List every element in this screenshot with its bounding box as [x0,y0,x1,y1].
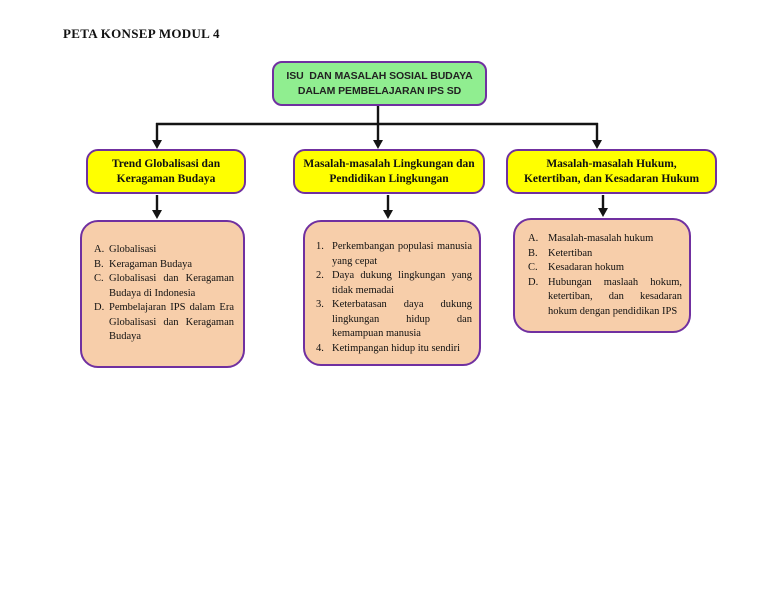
branch-title-line: Trend Globalisasi dan [111,158,221,170]
branch1-arrowhead-icon [152,140,162,149]
list-item-text: Globalisasi dan Keragaman Budaya di Indo… [109,273,234,299]
list-item-marker: B. [94,258,104,270]
list-item-text: Masalah-masalah hukum [548,233,654,244]
list-item: B. Ketertiban [528,247,682,262]
leaf-node-lingkungan: 1. Perkembangan populasi manusia yang ce… [303,220,481,366]
list-item-marker: B. [528,247,538,259]
list-item-text: Daya dukung lingkungan yang tidak memada… [332,270,472,296]
root-node-label-line2: DALAM PEMBELAJARAN IPS SD [297,84,462,97]
branch-title-line: Ketertiban, dan Kesadaran Hukum [523,172,700,185]
branch-title-line: Pendidikan Lingkungan [329,172,449,185]
list-item-marker: C. [528,262,538,273]
leaf2-arrowhead-icon [383,210,393,219]
list-item: 2. Daya dukung lingkungan yang tidak mem… [316,269,472,298]
root-node-label-line1: ISU DAN MASALAH SOSIAL BUDAYA [286,69,473,82]
branch-title-line: Keragaman Budaya [116,172,216,185]
list-item-marker: D. [528,276,539,288]
branch-node-globalisasi: Trend Globalisasi dan Keragaman Budaya [86,149,246,194]
list-item-marker: D. [94,302,105,313]
branch3-arrowhead-icon [592,140,602,149]
list-item: 1. Perkembangan populasi manusia yang ce… [316,240,472,269]
branch-node-hukum: Masalah-masalah Hukum, Ketertiban, dan K… [506,149,717,194]
leaf-node-globalisasi: A. Globalisasi B. Keragaman Budaya C. Gl… [80,220,245,368]
list-item-marker: A. [528,233,539,244]
list-item-text: Keterbatasan daya dukung lingkungan hidu… [332,299,472,339]
list-item: 3. Keterbatasan daya dukung lingkungan h… [316,298,472,342]
list-item: C. Kesadaran hokum [528,261,682,276]
list-item-text: Kesadaran hokum [548,262,625,273]
list-item-marker: 4. [316,342,324,354]
root-node: ISU DAN MASALAH SOSIAL BUDAYA DALAM PEMB… [272,61,487,106]
list-item-marker: 2. [316,270,324,281]
list-item-text: Hubungan maslaah hokum, ketertiban, dan … [548,276,682,317]
list-item: D. Hubungan maslaah hokum, ketertiban, d… [528,276,682,320]
page-title: PETA KONSEP MODUL 4 [63,26,220,41]
list-item-text: Globalisasi [109,244,157,255]
leaf1-arrowhead-icon [152,210,162,219]
list-item-marker: 1. [316,241,324,252]
list-item-text: Ketimpangan hidup itu sendiri [332,342,461,354]
list-item-text: Pembelajaran IPS dalam Era Globalisasi d… [109,302,234,342]
list-item: A. Globalisasi [94,243,234,258]
list-item-marker: C. [94,273,104,284]
list-item: A. Masalah-masalah hukum [528,232,682,247]
branch-node-lingkungan: Masalah-masalah Lingkungan dan Pendidika… [293,149,485,194]
list-item: D. Pembelajaran IPS dalam Era Globalisas… [94,301,234,345]
leaf-node-hukum: A. Masalah-masalah hukum B. Ketertiban C… [513,218,691,333]
branch2-arrowhead-icon [373,140,383,149]
list-item-text: Keragaman Budaya [109,258,193,270]
leaf3-arrowhead-icon [598,208,608,217]
branch-title-line: Masalah-masalah Hukum, [546,158,677,170]
list-item: 4. Ketimpangan hidup itu sendiri [316,342,472,357]
list-item-text: Perkembangan populasi manusia yang cepat [332,241,472,267]
list-item-marker: 3. [316,299,324,310]
list-item-marker: A. [94,244,105,255]
list-item-text: Ketertiban [548,247,593,259]
list-item: C. Globalisasi dan Keragaman Budaya di I… [94,272,234,301]
branch-title-line: Masalah-masalah Lingkungan dan [303,158,475,170]
list-item: B. Keragaman Budaya [94,258,234,273]
